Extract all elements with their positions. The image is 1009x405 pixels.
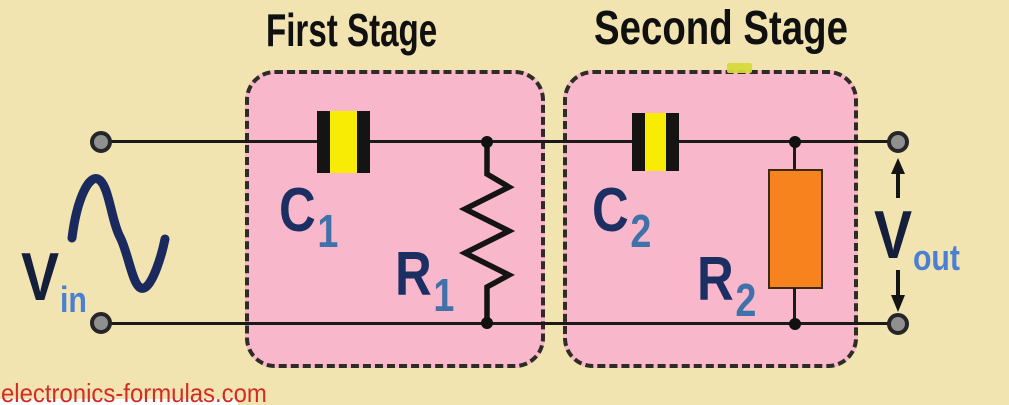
wire-bottom-rail [101, 322, 898, 325]
arrow-up-icon [891, 158, 905, 198]
resistor-r2-block-icon [768, 169, 823, 289]
first-stage-box [245, 70, 545, 368]
wire-top-rail [101, 140, 898, 143]
output-terminal-bottom [887, 313, 909, 335]
vout-subscript: out [912, 237, 960, 278]
junction-dot-r1-top [481, 136, 493, 148]
resistor-r1-zigzag-icon [458, 139, 516, 327]
artifact-mark [727, 63, 752, 73]
input-terminal-bottom [90, 312, 112, 334]
output-terminal-top [887, 131, 909, 153]
c1-subscript: 1 [317, 205, 339, 257]
watermark-strip [0, 399, 238, 405]
input-voltage-label: Vin [21, 243, 87, 318]
vout-letter: V [874, 197, 913, 273]
input-terminal-top [90, 131, 112, 153]
junction-dot-r2-top [789, 136, 801, 148]
first-stage-title: First Stage [266, 4, 438, 56]
r1-letter: R [395, 240, 432, 309]
output-voltage-label: Vout [874, 201, 960, 276]
second-stage-title: Second Stage [594, 2, 848, 55]
wire-r2-top-lead [793, 142, 796, 170]
capacitor-c2-icon [632, 113, 679, 171]
c1-letter: C [279, 176, 316, 245]
junction-dot-r2-bottom [789, 318, 801, 330]
vin-letter: V [21, 239, 60, 315]
capacitor-c1-icon [317, 111, 370, 173]
r2-subscript: 2 [735, 274, 757, 326]
wire-r2-bottom-lead [793, 288, 796, 323]
sine-wave-icon [67, 174, 170, 293]
junction-dot-r1-bottom [481, 317, 493, 329]
resistor-r1-label: R1 [395, 244, 454, 319]
capacitor-c2-label: C2 [592, 180, 651, 255]
capacitor-c1-label: C1 [279, 180, 338, 255]
c2-letter: C [592, 176, 629, 245]
r1-subscript: 1 [433, 269, 455, 321]
c2-subscript: 2 [630, 205, 652, 257]
r2-letter: R [697, 245, 734, 314]
vin-subscript: in [59, 279, 87, 320]
resistor-r2-label: R2 [697, 249, 756, 324]
watermark-text: electronics-formulas.com [1, 378, 267, 405]
arrow-down-icon [891, 270, 905, 312]
